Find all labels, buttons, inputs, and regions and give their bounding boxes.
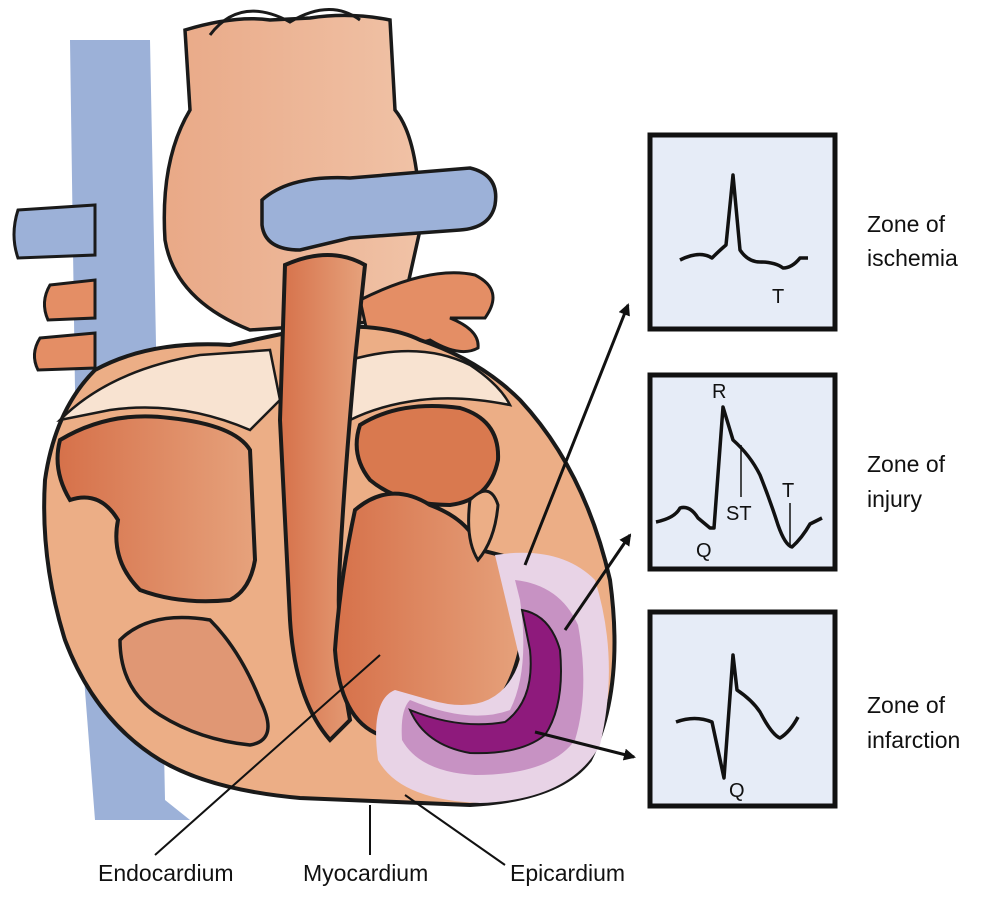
endocardium-leader: [154, 654, 381, 856]
zone-injury-label-1: Zone of: [867, 451, 946, 477]
myocardium-label: Myocardium: [303, 860, 428, 886]
ecg-injury-st-label: ST: [726, 503, 752, 525]
zone-injury-label-2: injury: [867, 486, 922, 512]
ecg-trace-infarction: [675, 653, 800, 780]
pulmonary-vein-left: [12, 203, 97, 260]
zone-ischemia-label-1: Zone of: [867, 211, 946, 237]
right-ventricle-chamber: [55, 414, 258, 604]
ecg-infarction-q-label: Q: [729, 780, 745, 802]
arrow-to-ischemia: [523, 303, 630, 566]
ecg-injury-q-label: Q: [696, 540, 712, 562]
arrow-to-injury: [563, 533, 632, 631]
arrow-to-infarction: [534, 730, 636, 761]
zone-infarction-area: [408, 608, 562, 755]
papillary-muscle: [467, 489, 500, 563]
epicardium-leader: [404, 794, 506, 866]
right-ventricle-lower: [118, 615, 270, 747]
zone-ischemia-label-2: ischemia: [867, 245, 958, 271]
aortic-branch: [208, 8, 361, 36]
ecg-panel-injury: R ST T Q: [647, 372, 838, 572]
zone-infarction-label-2: infarction: [867, 727, 960, 753]
ecg-panel-ischemia: T: [647, 132, 838, 332]
endocardium-label: Endocardium: [98, 860, 234, 886]
pulmonary-artery-stub-lower: [33, 331, 97, 372]
zone-infarction-label-1: Zone of: [867, 692, 946, 718]
ecg-ischemia-t-label: T: [772, 286, 784, 308]
pulmonary-vein-right: [260, 166, 498, 252]
ecg-injury-r-label: R: [712, 381, 726, 403]
atrial-valve-region-right: [348, 349, 513, 423]
left-atrium: [354, 404, 501, 508]
ecg-trace-injury: [655, 405, 823, 549]
ecg-injury-t-label: T: [782, 480, 794, 502]
ecg-panel-infarction: Q: [647, 609, 838, 809]
epicardium-label: Epicardium: [510, 860, 625, 886]
ecg-trace-ischemia: [679, 173, 808, 270]
pulmonary-artery-stub-upper: [43, 278, 97, 322]
